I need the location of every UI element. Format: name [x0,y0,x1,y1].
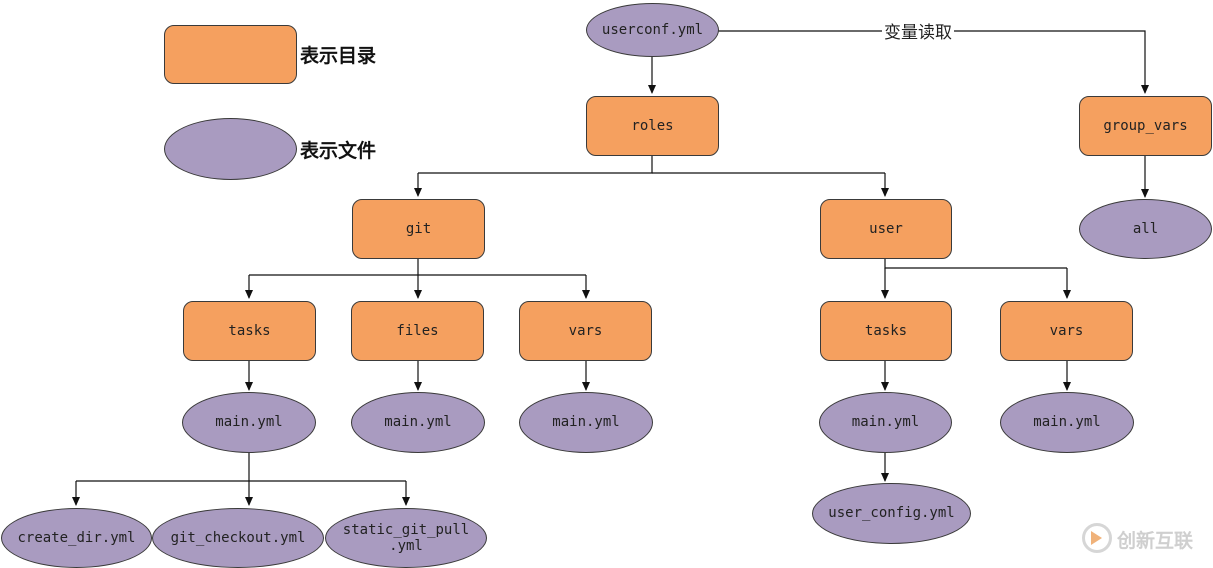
legend-file-swatch [164,118,297,180]
edge-user-split [884,258,1067,269]
file-all: all [1079,199,1212,259]
file-git-checkout-yml: git_checkout.yml [152,508,324,568]
file-userconf-yml: userconf.yml [586,3,719,57]
edge-main-split [76,452,406,482]
file-static-git-pull-yml: static_git_pull .yml [325,508,487,568]
legend-directory-swatch [164,25,297,84]
dir-group-vars: group_vars [1079,96,1212,156]
file-user-config-yml: user_config.yml [812,483,971,544]
file-create-dir-yml: create_dir.yml [1,508,152,568]
file-git-files-main-yml: main.yml [351,392,485,453]
edge-roles-split [418,155,653,174]
watermark-text: 创新互联 [1117,530,1194,552]
dir-user-vars: vars [1000,301,1133,361]
legend-directory-label: 表示目录 [300,45,377,67]
dir-roles: roles [586,96,719,156]
file-git-vars-main-yml: main.yml [519,392,653,453]
file-user-vars-main-yml: main.yml [1000,392,1134,453]
dir-git-files: files [351,301,484,361]
dir-user: user [820,199,952,259]
edge-git-split [249,258,586,276]
dir-git-tasks: tasks [183,301,316,361]
edge-label-variable-read: 变量读取 [882,18,954,43]
legend-file-label: 表示文件 [300,140,377,162]
file-user-tasks-main-yml: main.yml [819,392,952,453]
dir-user-tasks: tasks [820,301,952,361]
edge-userconf-group-vars [718,30,1149,94]
dir-git: git [352,199,485,259]
dir-git-vars: vars [519,301,652,361]
file-git-tasks-main-yml: main.yml [182,392,316,453]
watermark-logo-icon [1082,523,1112,553]
